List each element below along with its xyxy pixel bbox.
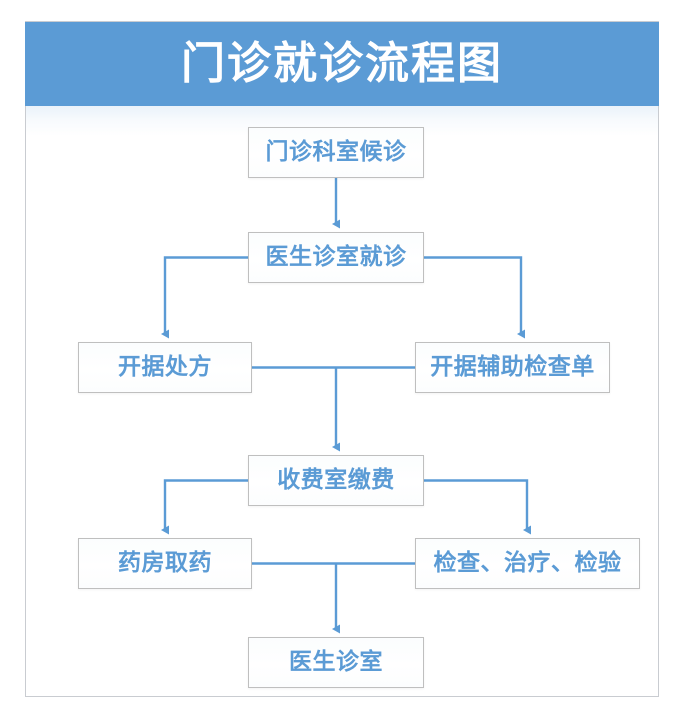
node-cashier-payment[interactable]: 收费室缴费 <box>248 455 424 506</box>
node-label: 开据处方 <box>118 354 212 380</box>
edge-payment-to-exam <box>424 479 531 535</box>
node-doctor-consultation[interactable]: 医生诊室就诊 <box>248 232 424 283</box>
node-return-to-doctor[interactable]: 医生诊室 <box>248 637 424 688</box>
node-exam-treatment-test[interactable]: 检查、治疗、检验 <box>415 538 640 589</box>
node-label: 收费室缴费 <box>277 467 395 493</box>
node-label: 开据辅助检查单 <box>430 354 595 380</box>
edge-payment-to-pharmacy <box>161 479 248 535</box>
title-banner: 门诊就诊流程图 <box>25 22 659 106</box>
node-pharmacy-pickup[interactable]: 药房取药 <box>78 538 252 589</box>
node-label: 药房取药 <box>118 550 212 576</box>
edge-consult-to-prescription <box>161 256 248 339</box>
node-issue-exam-form[interactable]: 开据辅助检查单 <box>415 342 610 393</box>
page-title: 门诊就诊流程图 <box>181 38 503 89</box>
node-label: 检查、治疗、检验 <box>433 550 622 576</box>
node-outpatient-waiting[interactable]: 门诊科室候诊 <box>248 127 424 178</box>
edge-consult-to-examform <box>424 256 525 339</box>
node-label: 医生诊室就诊 <box>265 244 407 270</box>
node-issue-prescription[interactable]: 开据处方 <box>78 342 252 393</box>
node-label: 门诊科室候诊 <box>265 139 407 165</box>
node-label: 医生诊室 <box>289 649 383 675</box>
